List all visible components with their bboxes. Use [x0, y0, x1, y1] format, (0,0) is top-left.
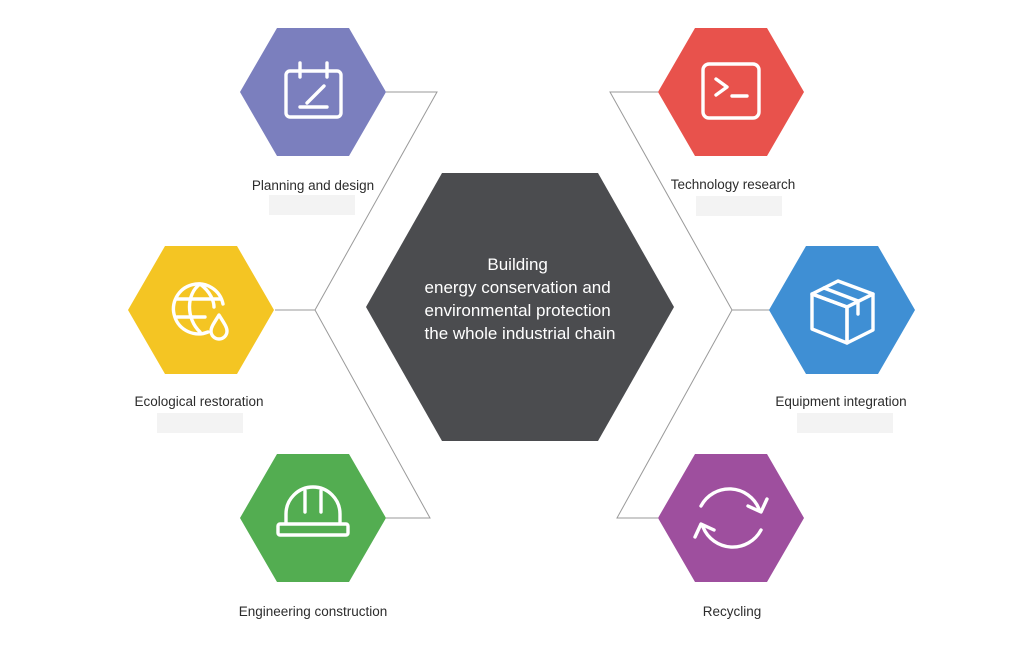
package-box-icon — [810, 279, 875, 345]
equipment-label: Equipment integration — [775, 394, 906, 409]
node-equipment-integration: Equipment integration — [769, 246, 915, 433]
calendar-edit-icon — [284, 61, 343, 119]
recycling-hexagon — [658, 454, 804, 582]
node-engineering-construction: Engineering construction — [239, 454, 388, 619]
node-technology-research: Technology research — [658, 28, 804, 216]
node-recycling: Recycling — [658, 454, 804, 619]
center-line-4: the whole industrial chain — [425, 324, 616, 343]
engineering-label: Engineering construction — [239, 604, 388, 619]
engineering-hexagon — [240, 454, 386, 582]
center-hexagon-shape — [366, 173, 674, 441]
center-line-3: environmental protection — [425, 301, 611, 320]
node-ecological-restoration: Ecological restoration — [128, 246, 274, 433]
center-line-2: energy conservation and — [425, 278, 611, 297]
ecological-label: Ecological restoration — [134, 394, 263, 409]
connector-lines — [275, 91, 770, 519]
node-planning-and-design: Planning and design — [240, 28, 386, 215]
center-line-1: Building — [487, 255, 548, 274]
hard-hat-icon — [276, 485, 350, 537]
equipment-hexagon — [769, 246, 915, 374]
terminal-icon — [701, 62, 761, 120]
recycle-arrows-icon — [693, 487, 769, 549]
center-title: Building energy conservation and environ… — [425, 255, 616, 343]
technology-label: Technology research — [671, 177, 796, 192]
center-hexagon: Building energy conservation and environ… — [366, 173, 674, 441]
technology-hexagon — [658, 28, 804, 156]
recycling-label: Recycling — [703, 604, 762, 619]
globe-water-drop-icon — [171, 282, 229, 341]
ecological-hexagon — [128, 246, 274, 374]
planning-label: Planning and design — [252, 178, 374, 193]
planning-hexagon — [240, 28, 386, 156]
